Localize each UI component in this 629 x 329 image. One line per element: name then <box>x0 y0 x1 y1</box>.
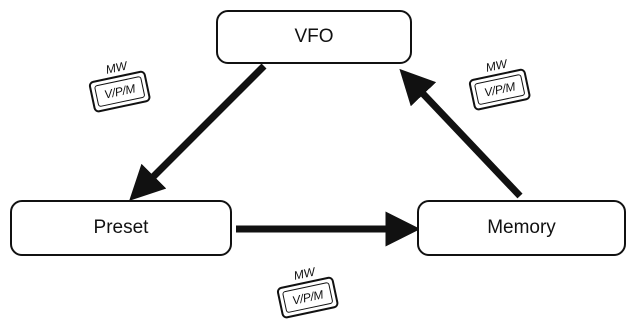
memory-mode-box: Memory <box>417 200 626 256</box>
vpm-button-icon-right: V/P/M <box>467 67 532 112</box>
preset-mode-box: Preset <box>10 200 232 256</box>
arrow-memory-to-vfo <box>399 68 523 199</box>
vfo-mode-box: VFO <box>216 10 412 64</box>
vpm-button-label-left: V/P/M <box>93 75 146 108</box>
memory-label: Memory <box>487 217 556 238</box>
vpm-button-label-right: V/P/M <box>473 73 526 106</box>
vfo-label: VFO <box>294 26 334 47</box>
vpm-button-icon-bottom: V/P/M <box>275 275 340 320</box>
arrow-vfo-to-preset <box>129 63 267 201</box>
preset-label: Preset <box>93 217 149 238</box>
vpm-button-label-bottom: V/P/M <box>281 281 334 314</box>
vpm-button-icon-left: V/P/M <box>87 69 152 114</box>
